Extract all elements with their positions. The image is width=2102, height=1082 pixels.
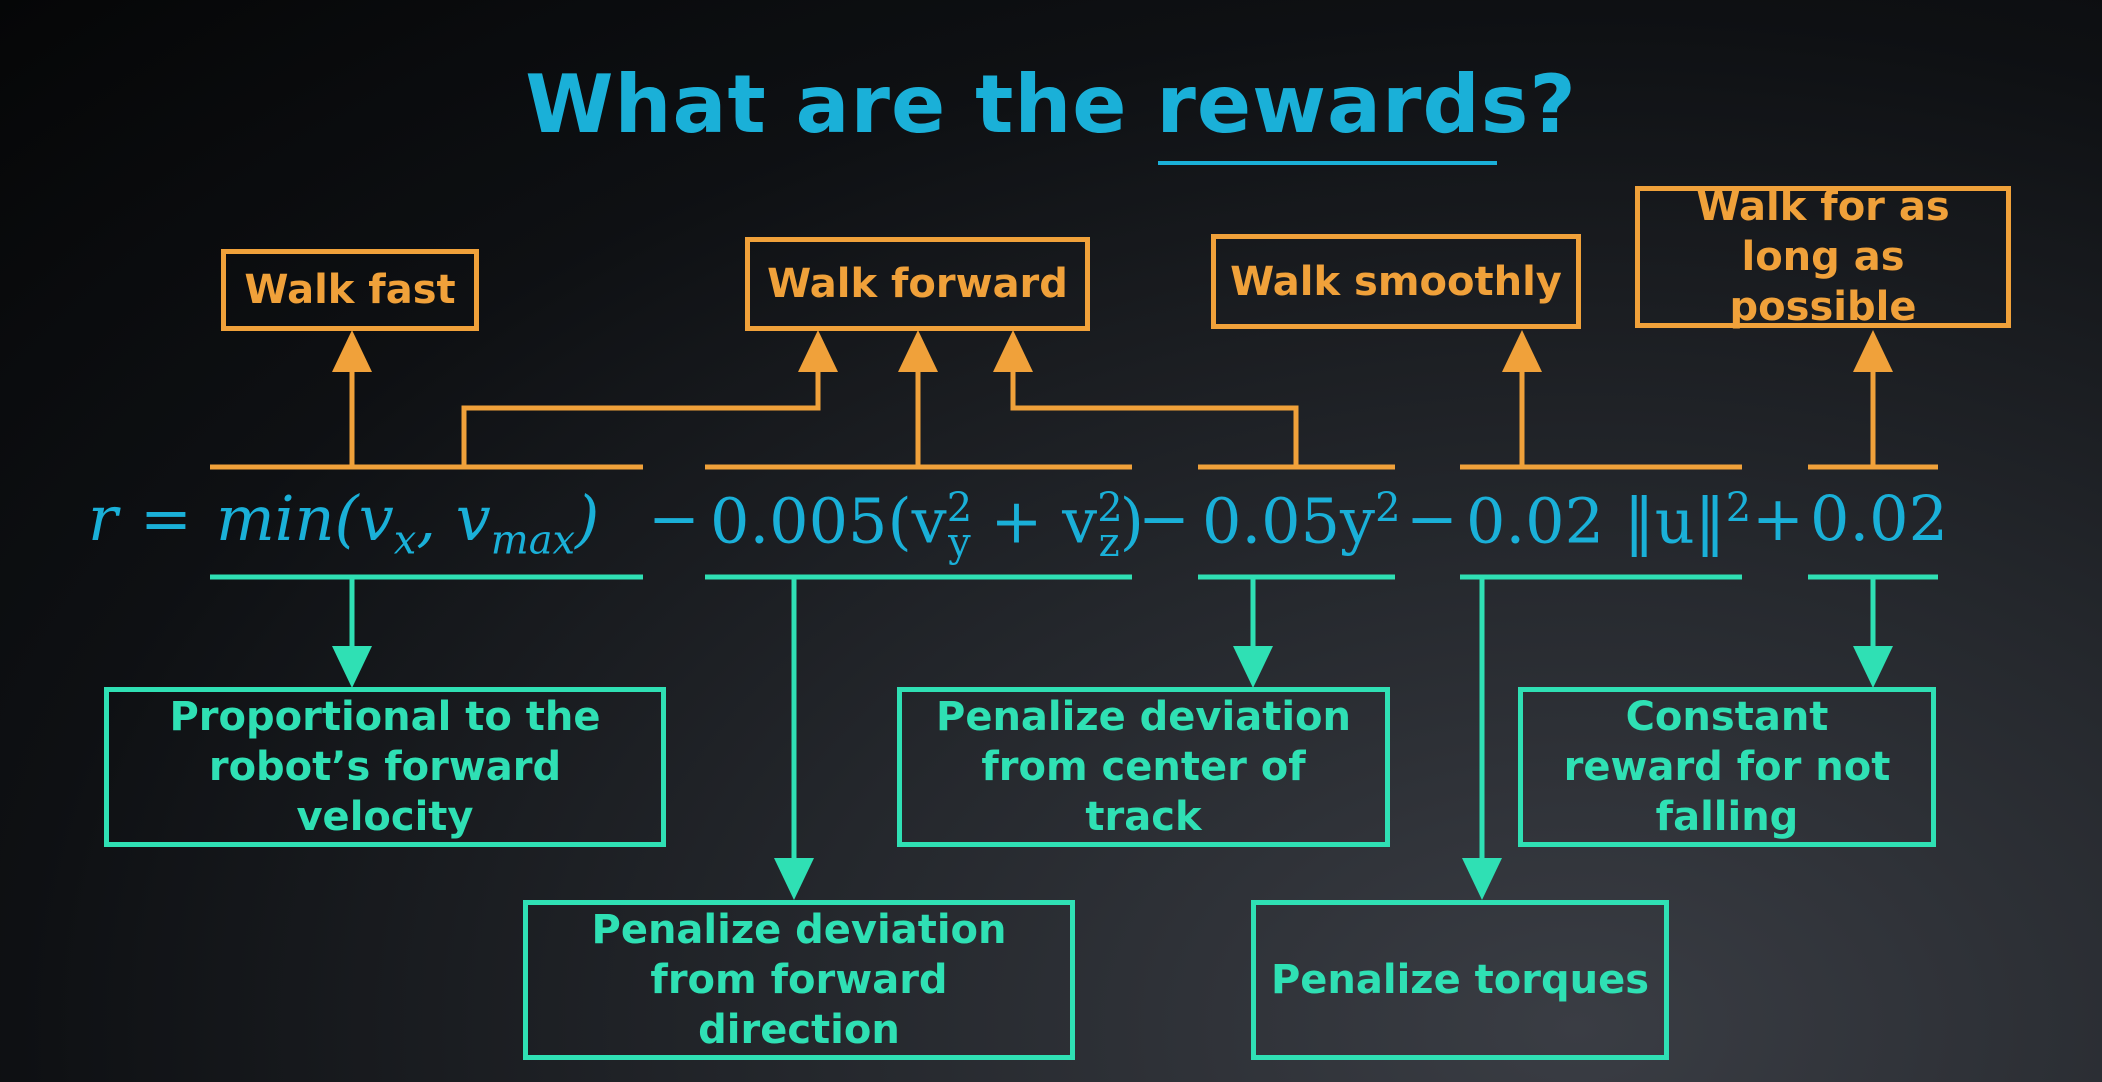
arrowhead-walk-smoothly: [1502, 330, 1542, 372]
eq-term2-sup-2: 2: [1097, 485, 1123, 531]
explain-penalize-center: Penalize deviation from center of track: [897, 687, 1390, 847]
goal-walk-forward: Walk forward: [745, 237, 1090, 331]
arrowhead-penalize-direction: [774, 858, 814, 900]
explain-penalize-direction-label: Penalize deviation from forward directio…: [591, 907, 1007, 1053]
title-emphasis: rewards: [1156, 58, 1530, 151]
explain-penalize-direction: Penalize deviation from forward directio…: [523, 900, 1075, 1060]
eq-term-min-c: ): [575, 482, 600, 555]
arrowhead-constant-reward: [1853, 646, 1893, 688]
goal-walk-forward-label: Walk forward: [767, 261, 1068, 307]
title-prefix: What are the: [525, 58, 1157, 151]
arrowhead-penalize-torques: [1462, 858, 1502, 900]
eq-term3-sup: 2: [1375, 485, 1401, 531]
explain-penalize-center-label: Penalize deviation from center of track: [936, 694, 1351, 840]
eq-equals: =: [140, 482, 192, 555]
explain-proportional-label: Proportional to the robot’s forward velo…: [169, 694, 601, 840]
title-suffix: ?: [1529, 58, 1577, 151]
eq-term4-sup: 2: [1725, 485, 1752, 531]
eq-term4-a: 0.02 ‖u‖: [1466, 484, 1726, 558]
eq-term-velocity-penalty: 0.005(v2y + v2z): [710, 488, 1144, 563]
eq-plus: +: [1752, 482, 1804, 555]
explain-penalize-torques: Penalize torques: [1251, 900, 1669, 1060]
arrowhead-forward-mid: [898, 330, 938, 372]
eq-minus-3: −: [1406, 482, 1458, 555]
arrowhead-proportional: [332, 646, 372, 688]
stem-term3-to-forward: [1010, 360, 1299, 467]
eq-term2-sub-z: z: [1098, 520, 1120, 567]
stem-term1-to-forward: [461, 360, 821, 467]
goal-walk-long-label: Walk for as long as possible: [1696, 184, 1950, 330]
arrowhead-walk-fast: [332, 330, 372, 372]
eq-term2-a: 0.005(v: [710, 484, 947, 558]
eq-minus-1: −: [648, 482, 700, 555]
eq-term-torque-penalty: 0.02 ‖u‖2: [1466, 488, 1751, 553]
eq-term3-a: 0.05y: [1202, 484, 1376, 558]
explain-constant-reward: Constant reward for not falling: [1518, 687, 1936, 847]
eq-term-min: min(vx, vmax): [216, 488, 599, 564]
goal-walk-fast-label: Walk fast: [244, 267, 456, 313]
eq-term-min-sub-max: max: [490, 517, 576, 564]
arrowhead-penalize-center: [1233, 646, 1273, 688]
eq-term-min-b: , v: [416, 482, 491, 555]
eq-term-constant: 0.02: [1810, 482, 1949, 555]
eq-term-min-sub-x: x: [393, 517, 417, 564]
eq-term2-c: ): [1119, 484, 1144, 558]
slide-title: What are the rewards?: [0, 58, 2102, 151]
arrowhead-forward-left: [798, 330, 838, 372]
explain-constant-reward-label: Constant reward for not falling: [1563, 694, 1891, 840]
eq-term2-sup-1: 2: [946, 485, 973, 531]
arrowhead-forward-right: [993, 330, 1033, 372]
eq-term2-sub-y: y: [948, 520, 971, 567]
goal-walk-fast: Walk fast: [221, 249, 479, 331]
explain-penalize-torques-label: Penalize torques: [1270, 957, 1650, 1003]
explain-proportional: Proportional to the robot’s forward velo…: [104, 687, 666, 847]
eq-term-lateral-penalty: 0.05y2: [1202, 488, 1401, 553]
arrowhead-walk-long: [1853, 330, 1893, 372]
eq-term-min-a: min(v: [216, 482, 394, 555]
eq-term2-b: + v: [970, 484, 1098, 558]
goal-walk-smoothly: Walk smoothly: [1211, 234, 1581, 329]
goal-walk-smoothly-label: Walk smoothly: [1230, 258, 1562, 305]
eq-minus-2: −: [1138, 482, 1190, 555]
eq-r: r: [88, 482, 118, 555]
goal-walk-long: Walk for as long as possible: [1635, 184, 2011, 330]
